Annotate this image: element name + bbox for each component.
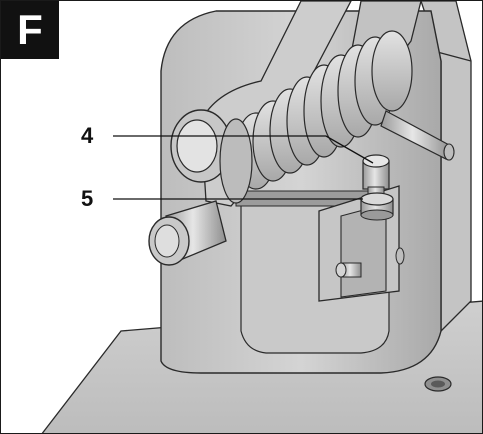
callout-label-4: 4 (81, 123, 94, 148)
callout-leaders (113, 135, 374, 200)
pivot-bushing (170, 109, 253, 204)
pivot-rod (380, 110, 455, 161)
leader-line-4 (113, 135, 374, 164)
callout-label-5: 5 (81, 186, 94, 211)
pin-collar (360, 192, 394, 221)
adjusting-knob (148, 200, 227, 266)
panel-letter-badge: F (1, 1, 59, 59)
